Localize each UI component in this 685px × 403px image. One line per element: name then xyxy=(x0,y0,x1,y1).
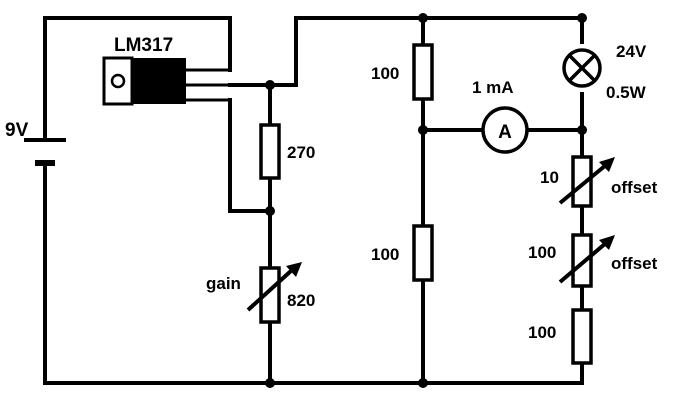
wire-left-top xyxy=(43,16,232,142)
resistor-mid-top xyxy=(412,43,434,101)
resistor-mid-bottom-label: 100 xyxy=(371,245,399,264)
junction-reg-out xyxy=(265,80,275,90)
pot-offset-100 xyxy=(571,233,593,288)
pot-gain xyxy=(259,266,281,324)
pot-offset-100-name: offset xyxy=(611,254,658,273)
resistor-offset-fixed xyxy=(571,308,593,365)
lamp-voltage: 24V xyxy=(616,42,647,61)
wire-reg-output xyxy=(228,16,584,87)
resistor-270-label: 270 xyxy=(287,143,315,162)
pot-offset-10-value: 10 xyxy=(540,168,559,187)
junction-top-mid xyxy=(418,13,428,23)
junction-mid-center xyxy=(418,125,428,135)
junction-adj xyxy=(265,206,275,216)
ammeter-symbol: A xyxy=(498,122,512,143)
resistor-offset-fixed-label: 100 xyxy=(528,323,556,342)
resistor-270 xyxy=(259,123,281,180)
battery-label: 9V xyxy=(5,120,29,141)
pot-offset-100-arrow-icon xyxy=(558,235,615,284)
resistor-mid-bottom xyxy=(412,224,434,282)
junction-gnd-gain xyxy=(265,378,275,388)
pot-gain-value: 820 xyxy=(287,291,315,310)
junctions xyxy=(265,13,587,388)
junction-top-right xyxy=(577,13,587,23)
battery-symbol xyxy=(24,138,66,166)
lamp-icon xyxy=(562,48,602,88)
ammeter-label: 1 mA xyxy=(472,78,514,97)
regulator-label: LM317 xyxy=(114,35,173,56)
pot-offset-100-value: 100 xyxy=(528,243,556,262)
pot-offset-10-arrow-icon xyxy=(558,157,615,205)
lamp-power: 0.5W xyxy=(606,83,647,102)
pot-offset-10-name: offset xyxy=(611,178,658,197)
pot-gain-arrow-icon xyxy=(246,262,302,312)
pot-offset-10 xyxy=(571,155,593,208)
resistor-mid-top-label: 100 xyxy=(371,64,399,83)
ammeter xyxy=(481,106,529,154)
regulator-symbol xyxy=(102,56,232,106)
junction-right-meter xyxy=(577,125,587,135)
pot-gain-name: gain xyxy=(206,274,241,293)
junction-gnd-mid xyxy=(418,378,428,388)
wire-adj-pin xyxy=(228,98,272,213)
